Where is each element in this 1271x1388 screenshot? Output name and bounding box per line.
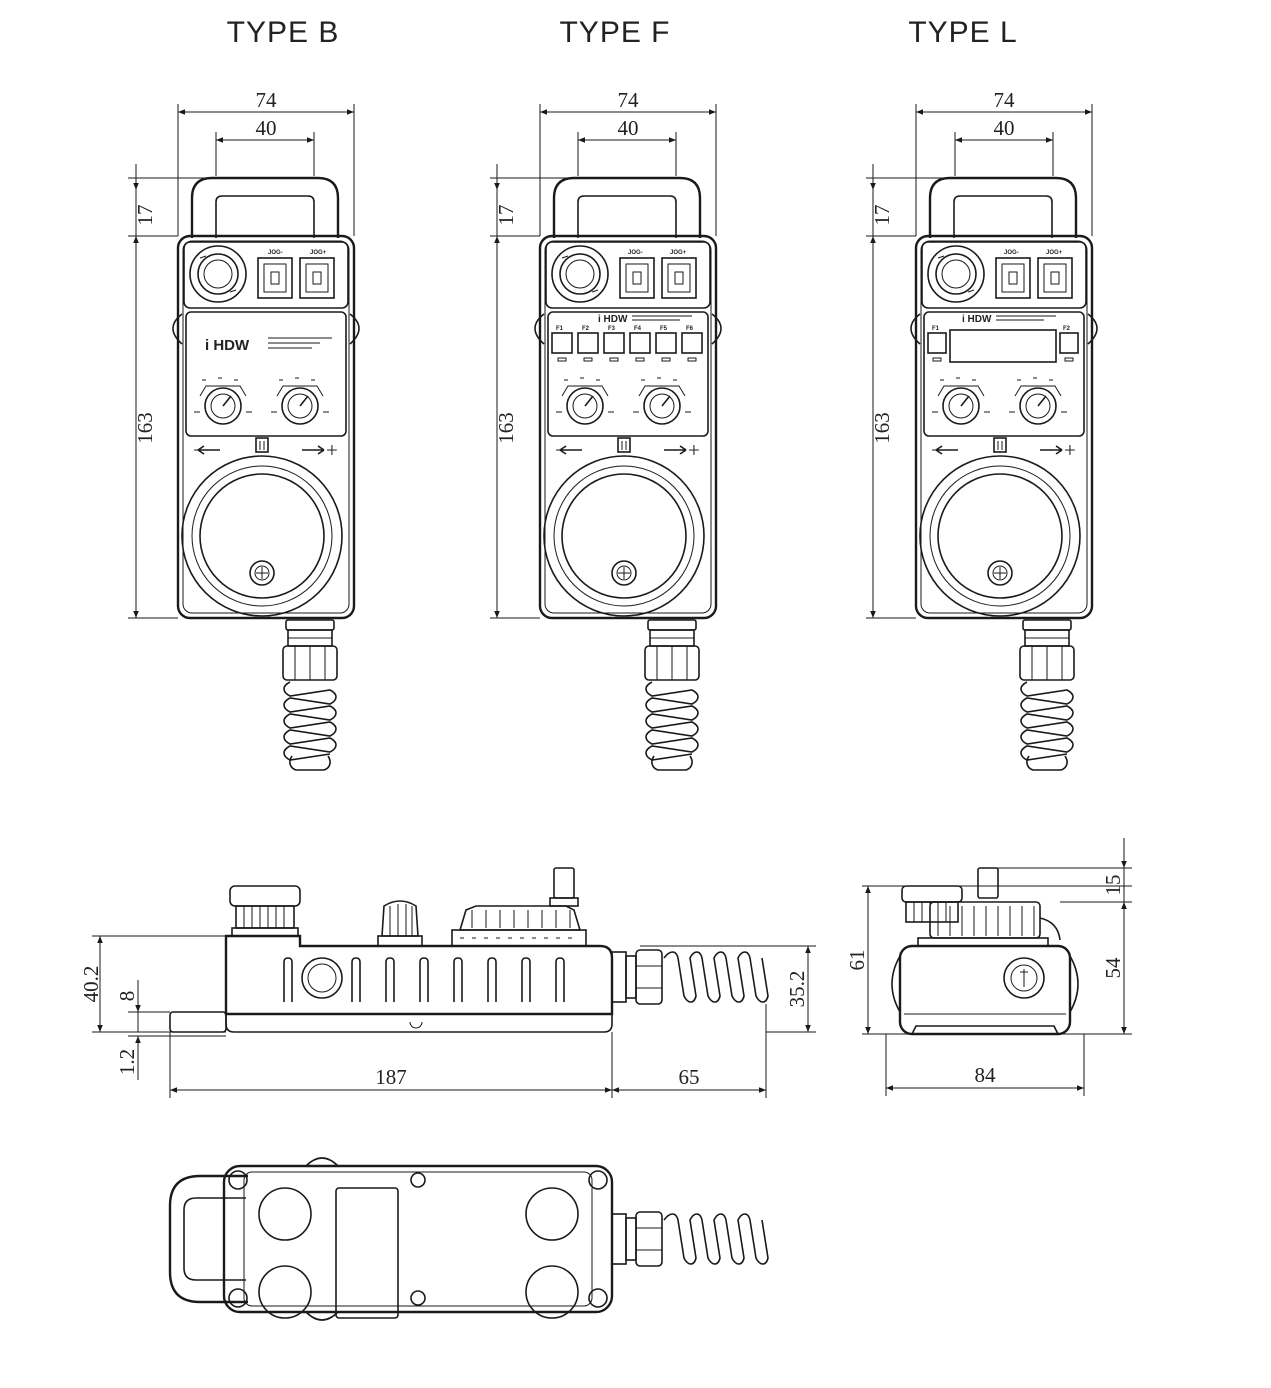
l-key-2[interactable]: F2 [1059, 326, 1079, 362]
dim-handle-l: 17 [870, 205, 894, 226]
f-key-1[interactable]: F1 [551, 326, 573, 362]
jog-plus-label-l: JOG+ [1046, 250, 1063, 256]
title-type-f: TYPE F [559, 16, 670, 49]
dim-base: 1.2 [115, 1049, 139, 1075]
f-key-row: F1 F2 F3 F4 F5 F6 [551, 326, 703, 362]
svg-text:F2: F2 [582, 326, 590, 332]
logo-type-b: i HDW [205, 337, 250, 354]
logo-type-f: i HDW [598, 314, 628, 325]
f-key-2[interactable]: F2 [577, 326, 599, 362]
svg-text:F1: F1 [932, 326, 940, 332]
dim-body-height: 35.2 [785, 971, 809, 1008]
dim-width-f: 74 [618, 88, 640, 112]
l-key-1[interactable]: F1 [927, 326, 947, 362]
bottom-view [168, 1157, 769, 1321]
svg-text:F2: F2 [1063, 326, 1071, 332]
svg-text:F6: F6 [686, 326, 694, 332]
side-view: 40.2 8 1.2 187 65 35.2 [79, 867, 816, 1098]
dim-total-height: 40.2 [79, 966, 103, 1003]
lcd-display [949, 329, 1057, 363]
f-key-6[interactable]: F6 [681, 326, 703, 362]
dim-overall: 61 [845, 950, 869, 971]
dim-length: 187 [375, 1065, 407, 1089]
front-view-type-f: i HDW JOG- JOG+ F1 F2 F3 F4 F5 F6 − + 74… [490, 88, 723, 771]
jog-minus-label: JOG- [268, 250, 283, 256]
title-type-l: TYPE L [908, 16, 1017, 49]
dim-width-l: 74 [994, 88, 1016, 112]
plus-sign-l: + [1064, 438, 1076, 462]
jog-minus-label-l: JOG- [1004, 250, 1019, 256]
minus-sign-f: − [555, 438, 567, 462]
dim-inner-f: 40 [618, 116, 639, 140]
dim-body: 54 [1101, 957, 1125, 979]
plus-sign: + [326, 438, 338, 462]
dim-height-b: 163 [133, 412, 157, 444]
dim-top: 15 [1101, 875, 1125, 896]
f-key-5[interactable]: F5 [655, 326, 677, 362]
dim-inner-l: 40 [994, 116, 1015, 140]
plus-sign-f: + [688, 438, 700, 462]
svg-text:F5: F5 [660, 326, 668, 332]
jog-plus-label-f: JOG+ [670, 250, 687, 256]
minus-sign-l: − [931, 438, 943, 462]
svg-text:F1: F1 [556, 326, 564, 332]
title-type-b: TYPE B [227, 16, 340, 49]
minus-sign: − [193, 438, 205, 462]
dim-height-f: 163 [494, 412, 518, 444]
dim-handle-b: 17 [133, 205, 157, 226]
dim-foot: 8 [115, 991, 139, 1002]
jog-plus-label: JOG+ [310, 250, 327, 256]
jog-minus-label-f: JOG- [628, 250, 643, 256]
dim-inner-b: 40 [256, 116, 277, 140]
dim-width-84: 84 [975, 1063, 997, 1087]
f-key-4[interactable]: F4 [629, 326, 651, 362]
front-view-type-l: i HDW JOG- JOG+ F1 F2 − + 74 40 17 163 [866, 88, 1099, 771]
dim-width-b: 74 [256, 88, 278, 112]
dim-handle-f: 17 [494, 205, 518, 226]
dim-height-l: 163 [870, 412, 894, 444]
f-key-3[interactable]: F3 [603, 326, 625, 362]
end-view: 15 54 61 84 [845, 838, 1132, 1096]
dim-cable: 65 [679, 1065, 700, 1089]
svg-text:F4: F4 [634, 326, 642, 332]
front-view-type-b: i HDW JOG- JOG+ − + 74 40 17 163 [128, 88, 361, 771]
svg-text:F3: F3 [608, 326, 616, 332]
logo-type-l: i HDW [962, 314, 992, 325]
